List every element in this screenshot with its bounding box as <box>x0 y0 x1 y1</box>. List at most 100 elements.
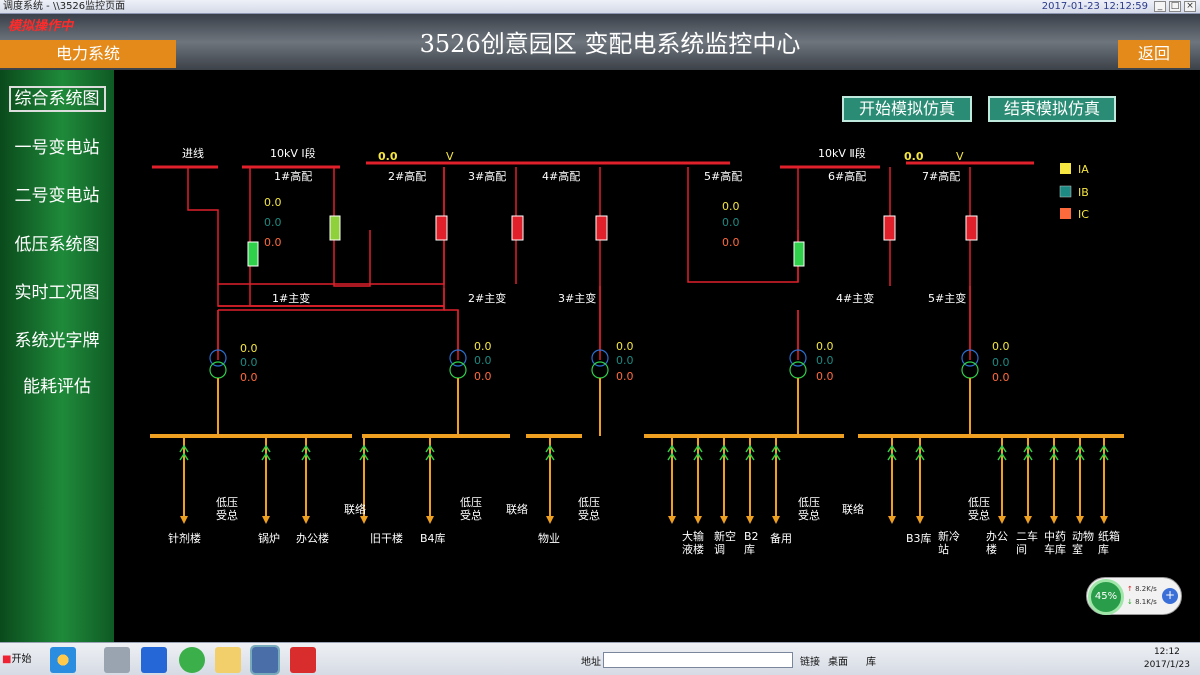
lv-labels: 低压受总 联络 低压受总 联络 低压受总 低压受总 联络 低压受总 针剂楼 锅炉… <box>168 496 1120 556</box>
breaker-1-closed[interactable] <box>247 241 259 267</box>
close-button[interactable]: × <box>1184 1 1196 12</box>
powershell-icon[interactable] <box>141 647 167 673</box>
lv-switch-icon[interactable] <box>1023 444 1033 461</box>
hv-feeder-5-label: 5#高配 <box>704 169 742 183</box>
lv-switch-icon[interactable] <box>693 444 703 461</box>
hv-feeder-4-label: 4#高配 <box>542 169 580 183</box>
network-monitor[interactable]: 45% ↑ 8.2K/s ↓ 8.1K/s + <box>1086 577 1182 615</box>
t3-ia: 0.0 <box>616 340 634 353</box>
lv-total-1: 低压受总 <box>216 496 238 522</box>
nav-overview[interactable]: 综合系统图 <box>0 84 114 112</box>
legend-ia-label: IA <box>1078 163 1089 176</box>
breaker-2[interactable] <box>435 215 448 241</box>
load-xinlengzhan: 新冷站 <box>938 529 960 556</box>
lv-switch-icon[interactable] <box>1075 444 1085 461</box>
folder-icon[interactable] <box>215 647 241 673</box>
lv-total-4: 低压受总 <box>798 496 820 522</box>
bus2-unit: V <box>956 150 964 163</box>
lv-switch-icon[interactable] <box>1049 444 1059 461</box>
lv-switch-icon[interactable] <box>719 444 729 461</box>
transformer-feeds <box>217 286 971 352</box>
breaker-3[interactable] <box>511 215 524 241</box>
lv-feeder-arrow <box>772 516 780 524</box>
add-icon[interactable]: + <box>1162 588 1178 604</box>
t5-ib: 0.0 <box>992 356 1010 369</box>
end-simulation-button[interactable]: 结束模拟仿真 <box>988 96 1116 122</box>
windows-orb-icon[interactable] <box>50 647 76 673</box>
lv-feeder-arrow <box>1076 516 1084 524</box>
address-input[interactable] <box>603 652 793 668</box>
maximize-button[interactable]: □ <box>1169 1 1181 12</box>
lv-switch-icon[interactable] <box>997 444 1007 461</box>
t3-ic: 0.0 <box>616 370 634 383</box>
t1-ic: 0.0 <box>240 371 258 384</box>
lv-switch-icon[interactable] <box>887 444 897 461</box>
start-button[interactable]: ■开始 <box>2 654 32 665</box>
hv-feeder-1-label: 1#高配 <box>274 169 312 183</box>
nav-substation-2[interactable]: 二号变电站 <box>0 181 114 206</box>
lv-switch-icon[interactable] <box>771 444 781 461</box>
breaker-7[interactable] <box>965 215 978 241</box>
transformer-readouts: 0.0 0.0 0.0 0.0 0.0 0.0 0.0 0.0 0.0 0.0 … <box>240 340 1010 384</box>
lv-switch-icon[interactable] <box>1099 444 1109 461</box>
library-label[interactable]: 库 <box>866 657 876 668</box>
lv-switch-icon[interactable] <box>359 444 369 461</box>
nav-alarm-panel[interactable]: 系统光字牌 <box>0 326 114 351</box>
tool-icon[interactable] <box>290 647 316 673</box>
lv-switch-icon[interactable] <box>425 444 435 461</box>
breaker-4[interactable] <box>595 215 608 241</box>
ie-icon[interactable] <box>179 647 205 673</box>
t2-ia: 0.0 <box>474 340 492 353</box>
load-dashuyelou: 大输液楼 <box>682 529 704 556</box>
breaker-incoming[interactable] <box>329 215 341 241</box>
load-bangonglou: 办公楼 <box>296 531 329 545</box>
transformer-symbols <box>209 349 979 379</box>
hv-feeder-2-label: 2#高配 <box>388 169 426 183</box>
start-simulation-button[interactable]: 开始模拟仿真 <box>842 96 972 122</box>
lv-switch-icon[interactable] <box>301 444 311 461</box>
lv-feeder-arrow <box>426 516 434 524</box>
lv-switch-icon[interactable] <box>667 444 677 461</box>
tray-time: 12:12 <box>1153 647 1180 657</box>
lv-switch-icon[interactable] <box>915 444 925 461</box>
links-label[interactable]: 链接 <box>800 657 820 668</box>
t4-ia: 0.0 <box>816 340 834 353</box>
window-title-bar: 调度系统 - \\3526监控页面 2017-01-23 12:12:59 _ … <box>0 0 1200 14</box>
server-icon[interactable] <box>104 647 130 673</box>
lv-feeder-arrow <box>888 516 896 524</box>
load-dongwushi: 动物室 <box>1072 529 1094 556</box>
lv-switch-icon[interactable] <box>261 444 271 461</box>
tray-clock[interactable]: 12:12 2017/1/23 <box>1144 646 1190 672</box>
desktop-label[interactable]: 桌面 <box>828 657 848 668</box>
nav-low-voltage[interactable]: 低压系统图 <box>0 230 114 255</box>
back-button[interactable]: 返回 <box>1118 40 1190 68</box>
load-jiuganlou: 旧干楼 <box>370 531 403 545</box>
lv-switch-icon[interactable] <box>745 444 755 461</box>
load-guolu: 锅炉 <box>258 532 280 545</box>
single-line-diagram: IA IB IC 进线 10kV Ⅰ段 0.0 V 10kV Ⅱ段 0.0 V … <box>150 146 1124 556</box>
breaker-5-closed[interactable] <box>793 241 805 267</box>
tie-2: 联络 <box>506 502 528 516</box>
power-system-button[interactable]: 电力系统 <box>0 40 176 68</box>
readout-ic: 0.0 <box>722 236 740 249</box>
t2-ib: 0.0 <box>474 354 492 367</box>
lv-feeder-arrow <box>546 516 554 524</box>
lv-feeder-arrow <box>720 516 728 524</box>
breaker-6[interactable] <box>883 215 896 241</box>
nav-realtime[interactable]: 实时工况图 <box>0 278 114 303</box>
nav-energy[interactable]: 能耗评估 <box>0 372 114 397</box>
lv-total-5: 低压受总 <box>968 496 990 522</box>
lv-switch-icon[interactable] <box>179 444 189 461</box>
nav-label: 实时工况图 <box>14 283 100 303</box>
lv-wiring <box>217 378 971 436</box>
transformer-3-label: 3#主变 <box>558 291 596 305</box>
nav-substation-1[interactable]: 一号变电站 <box>0 133 114 158</box>
minimize-button[interactable]: _ <box>1154 1 1166 12</box>
lv-switch-icon[interactable] <box>545 444 555 461</box>
monitor-app-icon[interactable] <box>250 645 280 675</box>
lv-feeder-arrow <box>916 516 924 524</box>
nav-label: 能耗评估 <box>23 377 91 397</box>
lv-feeder-arrow <box>1050 516 1058 524</box>
tie-3: 联络 <box>842 502 864 516</box>
